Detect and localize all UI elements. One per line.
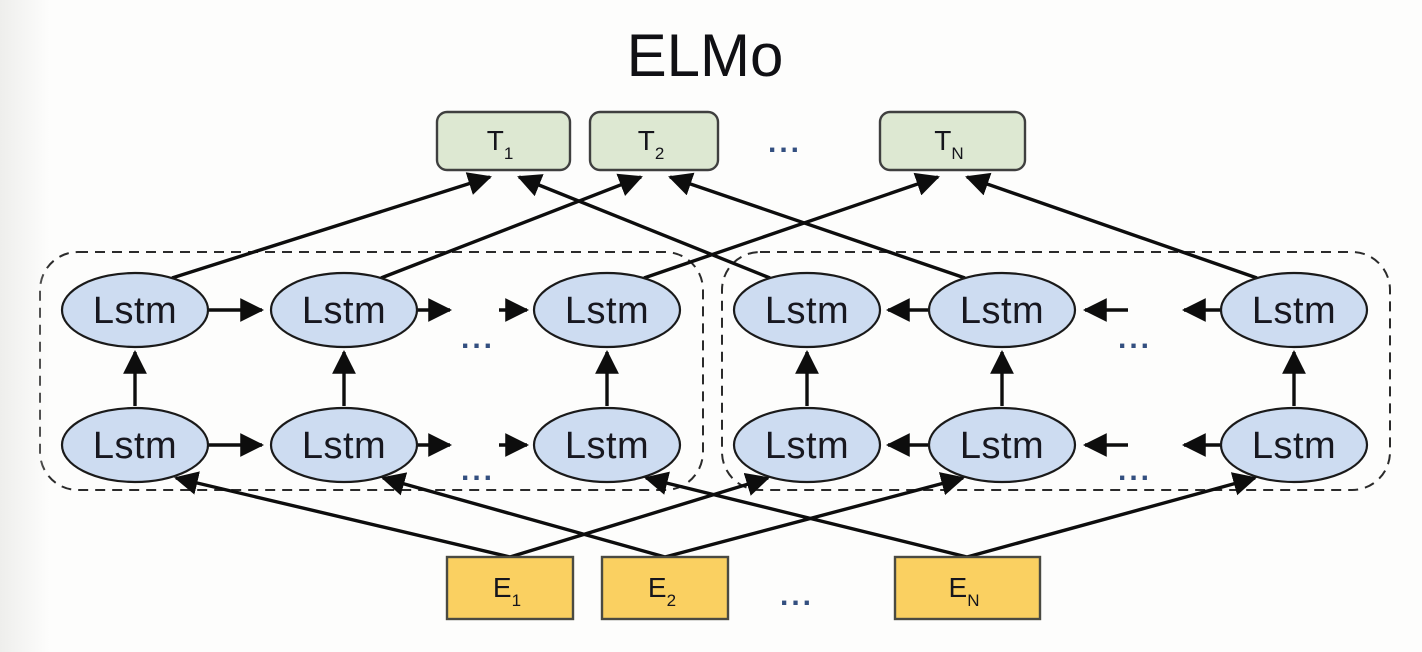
backward-lstm-top-3-label: Lstm <box>1252 290 1336 332</box>
output-box-t1: T1 <box>435 110 572 172</box>
arrow-e2-to-backward2 <box>664 472 965 559</box>
backward-lstm-bottom-3-label: Lstm <box>1252 425 1336 467</box>
arrow-backward1-to-t1 <box>517 174 771 280</box>
arrow-e2-to-forward2 <box>381 472 666 559</box>
arrow-forward1-to-t1 <box>171 172 492 280</box>
forward-lstm-top-2 <box>269 271 419 349</box>
forward-lstm-container <box>39 251 704 491</box>
embedding-box-en-shape <box>893 555 1042 621</box>
backward-lstm-top-2 <box>927 271 1077 349</box>
forward-lstm-top-1-label: Lstm <box>93 290 177 332</box>
arrow-backward2-to-t2 <box>668 172 966 280</box>
ellipsis-embeddings: ... <box>780 579 814 612</box>
forward-lstm-top-3-label: Lstm <box>565 290 649 332</box>
arrow-forward3-to-tn <box>643 172 940 280</box>
backward-lstm-bottom-1 <box>732 406 882 484</box>
arrow-e1-to-backward1 <box>509 472 770 559</box>
backward-lstm-bottom-1-label: Lstm <box>765 425 849 467</box>
output-box-t1-shape <box>435 110 572 172</box>
backward-lstm-top-1 <box>732 271 882 349</box>
backward-lstm-bottom-2 <box>927 406 1077 484</box>
arrow-en-to-forward3 <box>644 471 968 559</box>
forward-lstm-bottom-1 <box>60 406 210 484</box>
edges <box>123 172 1306 559</box>
backward-lstm-group: Lstm Lstm ... Lstm Lstm Lstm ... Lstm <box>732 271 1369 487</box>
output-box-t1-label: T1 <box>487 125 514 163</box>
output-layer: T1 T2 ... TN <box>435 110 1027 172</box>
embedding-box-e2-shape <box>600 555 730 621</box>
backward-lstm-bottom-2-label: Lstm <box>960 425 1044 467</box>
forward-lstm-bottom-3-label: Lstm <box>565 425 649 467</box>
embedding-box-e1-label: E1 <box>493 572 521 610</box>
forward-lstm-bottom-2 <box>269 406 419 484</box>
backward-lstm-top-2-label: Lstm <box>960 290 1044 332</box>
arrow-e1-to-forward1 <box>174 471 511 559</box>
ellipsis-forward-bottom: ... <box>461 454 495 487</box>
forward-lstm-top-3 <box>532 271 682 349</box>
diagram-title: ELMo <box>627 22 784 89</box>
output-box-t2: T2 <box>588 110 720 172</box>
arrow-backward3-to-tn <box>965 172 1258 280</box>
embedding-box-e2: E2 <box>600 555 730 621</box>
arrow-forward2-to-t2 <box>380 173 643 280</box>
ellipsis-forward-top: ... <box>461 322 495 355</box>
embedding-box-en-label: EN <box>949 572 980 610</box>
embedding-box-e2-label: E2 <box>648 572 676 610</box>
forward-lstm-bottom-3 <box>532 406 682 484</box>
embedding-box-e1: E1 <box>445 555 575 621</box>
output-box-tn: TN <box>878 110 1027 172</box>
embedding-box-e1-shape <box>445 555 575 621</box>
embedding-layer: E1 E2 ... EN <box>445 555 1042 621</box>
embedding-box-en: EN <box>893 555 1042 621</box>
backward-lstm-container <box>721 251 1391 491</box>
arrow-en-to-backward3 <box>966 472 1257 559</box>
forward-lstm-group: Lstm Lstm ... Lstm Lstm Lstm ... Lstm <box>60 271 682 487</box>
output-box-t2-label: T2 <box>638 125 665 163</box>
output-box-tn-label: TN <box>934 125 963 163</box>
ellipsis-backward-top: ... <box>1118 322 1152 355</box>
output-box-tn-shape <box>878 110 1027 172</box>
forward-lstm-bottom-1-label: Lstm <box>93 425 177 467</box>
forward-lstm-bottom-2-label: Lstm <box>302 425 386 467</box>
ellipsis-backward-bottom: ... <box>1118 454 1152 487</box>
output-box-t2-shape <box>588 110 720 172</box>
backward-lstm-top-1-label: Lstm <box>765 290 849 332</box>
backward-lstm-top-3 <box>1219 271 1369 349</box>
forward-lstm-top-1 <box>60 271 210 349</box>
ellipsis-outputs: ... <box>768 126 802 159</box>
forward-lstm-top-2-label: Lstm <box>302 290 386 332</box>
backward-lstm-bottom-3 <box>1219 406 1369 484</box>
